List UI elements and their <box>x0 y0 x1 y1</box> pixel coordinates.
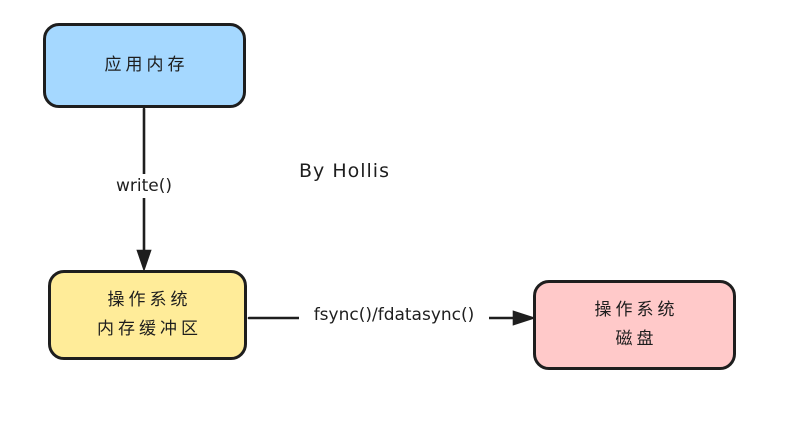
node-os-buffer-label-line2: 内存缓冲区 <box>97 319 202 339</box>
node-os-disk-label-line1: 操作系统 <box>594 300 679 320</box>
write-arrow-head <box>136 249 152 273</box>
fsync-arrow-head <box>512 310 537 326</box>
node-app-memory-label: 应用内存 <box>104 55 189 75</box>
node-os-buffer: 操作系统 内存缓冲区 <box>48 270 247 360</box>
node-app-memory: 应用内存 <box>43 23 246 108</box>
node-os-disk: 操作系统 磁盘 <box>533 280 736 370</box>
node-os-buffer-label-line1: 操作系统 <box>107 290 192 310</box>
edge-label-fsync: fsync()/fdatasync() <box>299 303 489 327</box>
author-annotation: By Hollis <box>299 160 390 182</box>
edge-label-write: write() <box>104 174 184 198</box>
node-os-disk-label-line2: 磁盘 <box>615 329 658 349</box>
